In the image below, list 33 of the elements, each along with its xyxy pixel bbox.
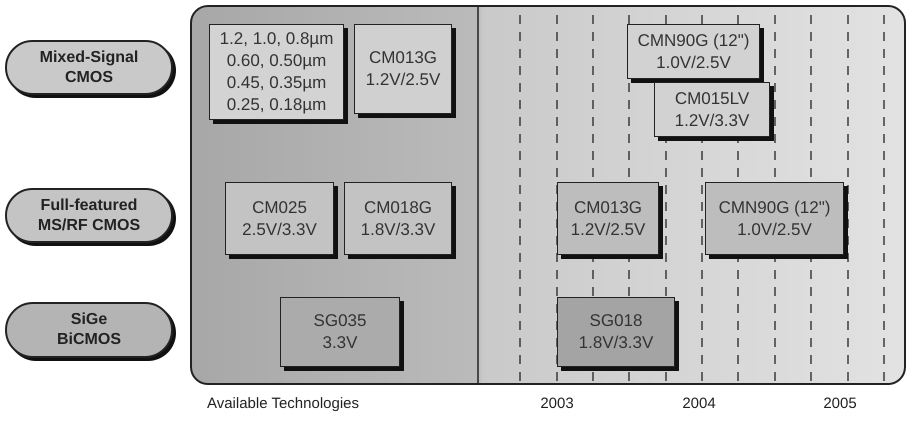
axis-label: 2005: [823, 395, 857, 413]
technology-text: SG018: [590, 310, 642, 332]
technology-text: 3.3V: [322, 332, 358, 354]
technology-text: CM015LV: [674, 88, 750, 110]
technology-text: 1.2V/2.5V: [366, 69, 440, 91]
technology-text: 1.2V/2.5V: [570, 218, 646, 240]
technology-text: CM018G: [364, 196, 432, 218]
technology-text: CM025: [252, 196, 307, 218]
category-label: Mixed-Signal CMOS: [38, 48, 140, 88]
category-label: Full-featured MS/RF CMOS: [36, 196, 142, 236]
technology-text: CM013G: [368, 47, 438, 69]
axis-label: 2003: [540, 395, 574, 413]
technology-text: 0.45, 0.35µm: [226, 72, 326, 94]
category-pill: [5, 40, 173, 95]
technology-panel: [190, 5, 906, 385]
technology-text: CMN90G (12"): [718, 196, 830, 218]
technology-text: CM013G: [574, 196, 642, 218]
axis-label: 2004: [682, 395, 716, 413]
technology-text: 1.8V/3.3V: [578, 332, 654, 354]
technology-text: 1.8V/3.3V: [360, 218, 436, 240]
technology-text: 1.0V/2.5V: [656, 52, 731, 74]
category-pill: [5, 188, 173, 243]
technology-text: 2.5V/3.3V: [242, 218, 317, 240]
category-label: SiGe BiCMOS: [56, 310, 122, 350]
technology-text: CMN90G (12"): [638, 30, 750, 52]
technology-text: 0.25, 0.18µm: [226, 94, 326, 116]
axis-label: Available Technologies: [206, 395, 360, 413]
technology-text: SG035: [314, 310, 366, 332]
category-pill: [5, 302, 173, 358]
technology-text: 0.60, 0.50µm: [226, 50, 326, 72]
technology-text: 1.2V/3.3V: [674, 110, 750, 132]
technology-text: 1.2, 1.0, 0.8µm: [220, 28, 334, 50]
technology-text: 1.0V/2.5V: [737, 218, 812, 240]
